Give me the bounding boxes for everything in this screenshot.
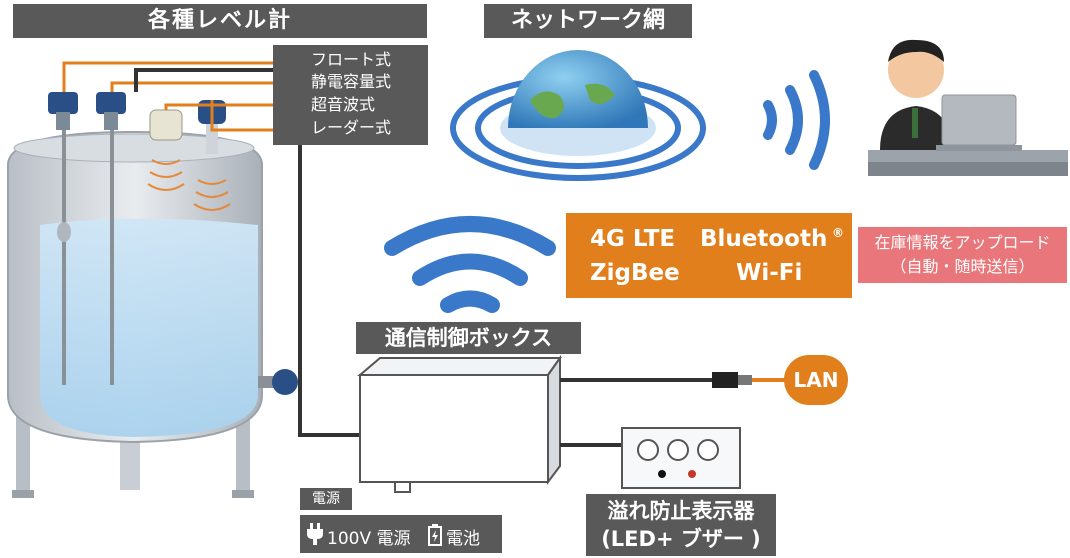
inventory-line1: 在庫情報をアップロード <box>874 233 1051 252</box>
lan-cable <box>560 372 786 388</box>
inventory-upload-note: 在庫情報をアップロード （自動・随時送信） <box>858 227 1067 283</box>
sensor-leader-lines <box>62 61 306 132</box>
float-sensor <box>48 92 78 385</box>
control-box <box>357 354 562 493</box>
comm-wifi: Wi-Fi <box>736 260 803 286</box>
method-float: フロート式 <box>311 50 392 69</box>
user-illustration <box>868 39 1068 176</box>
overflow-indicator-label: 溢れ防止表示器 (LED+ ブザー ) <box>586 494 776 556</box>
method-ultrasonic: 超音波式 <box>311 95 376 114</box>
tank <box>7 130 263 444</box>
method-radar: レーダー式 <box>311 118 392 137</box>
lan-badge: LAN <box>784 355 848 405</box>
battery-icon <box>428 524 442 546</box>
wifi-waves-box <box>384 216 556 313</box>
communication-methods-box: 4G LTE Bluetooth ® ZigBee Wi-Fi <box>566 213 852 298</box>
power-ac-label: 100V 電源 <box>327 529 411 549</box>
wifi-waves-right <box>763 70 830 170</box>
level-meters-title: 各種レベル計 <box>13 4 427 38</box>
control-box-title: 通信制御ボックス <box>356 322 581 354</box>
side-sensor <box>258 369 298 395</box>
comm-lte: 4G LTE <box>590 226 676 252</box>
method-capacitance: 静電容量式 <box>311 72 392 91</box>
measurement-methods-panel <box>273 45 428 145</box>
overflow-line2: (LED+ ブザー ) <box>601 527 761 551</box>
capacitance-sensor <box>96 92 126 385</box>
network-title: ネットワーク網 <box>484 4 692 38</box>
overflow-line1: 溢れ防止表示器 <box>607 499 755 523</box>
registered-mark: ® <box>832 226 844 240</box>
comm-zigbee: ZigBee <box>590 260 680 286</box>
globe-network <box>450 50 706 181</box>
power-battery-label: 電池 <box>446 529 480 549</box>
power-options: 100V 電源 電池 <box>300 515 502 553</box>
plug-icon <box>307 523 323 545</box>
overflow-indicator-device <box>621 427 741 489</box>
comm-bluetooth: Bluetooth <box>700 226 828 252</box>
power-label: 電源 <box>300 488 352 510</box>
inventory-line2: （自動・随時送信） <box>890 257 1035 276</box>
